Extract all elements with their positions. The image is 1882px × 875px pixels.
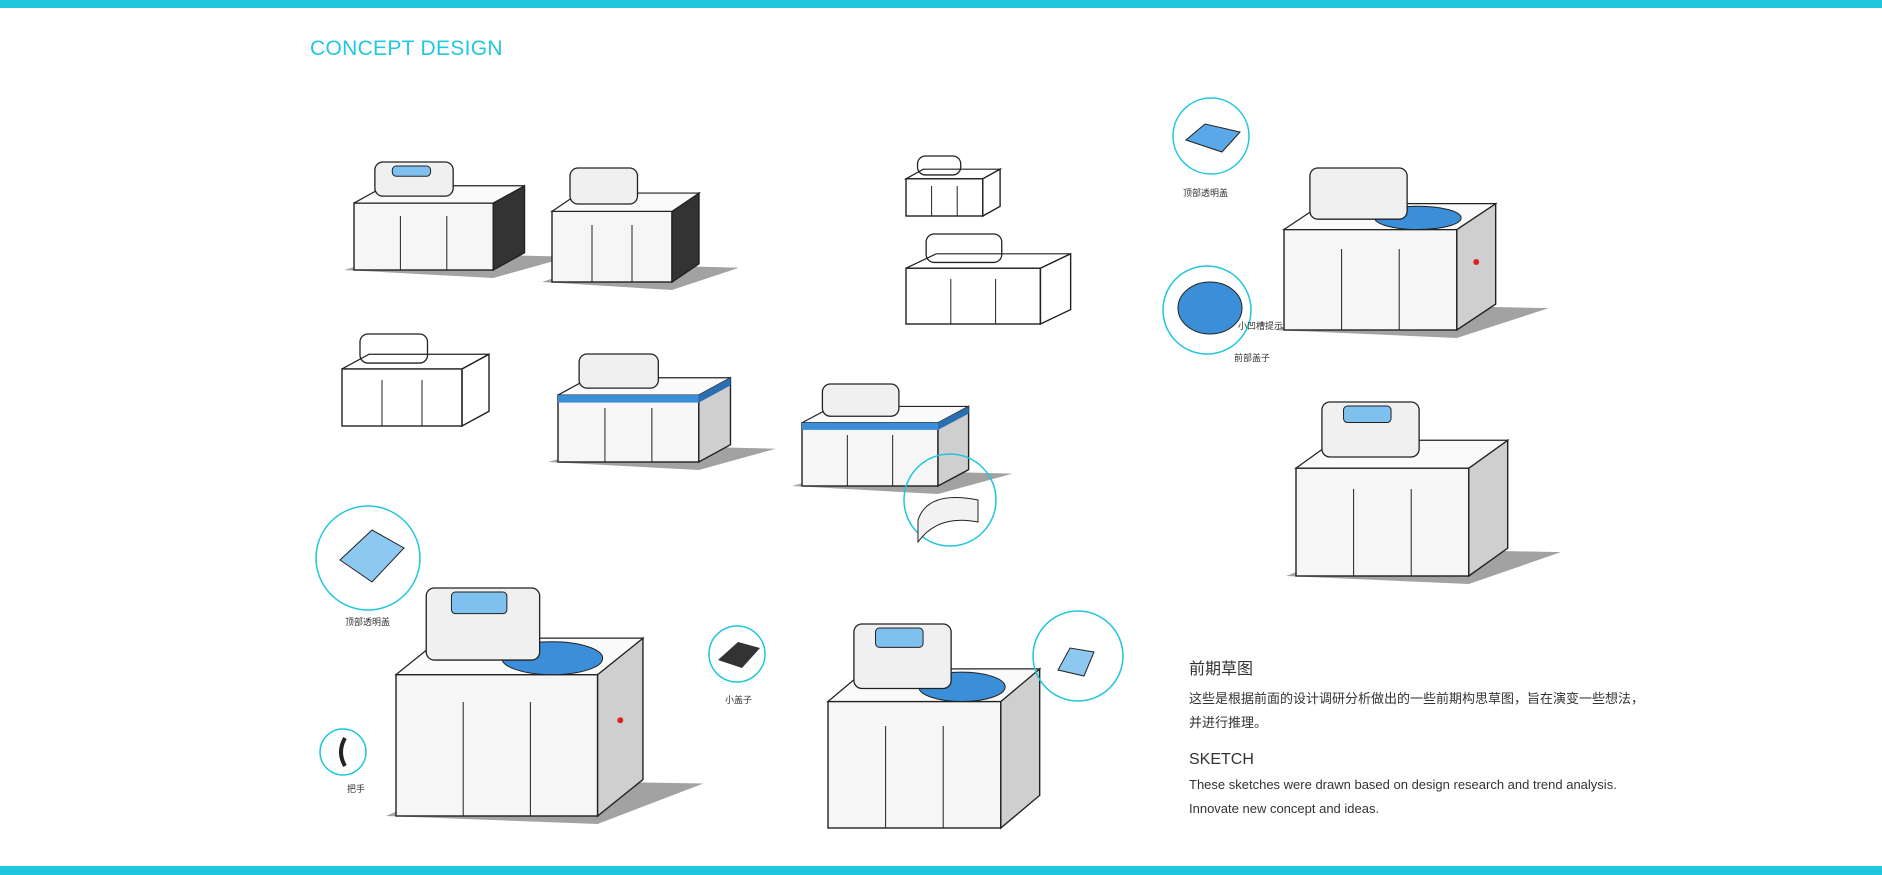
description-text-en-2: Innovate new concept and ideas. bbox=[1189, 801, 1380, 816]
description-text-cn-2: 并进行推理。 bbox=[1189, 715, 1268, 730]
sketch-machine-blue-1 bbox=[548, 353, 776, 470]
sketch-wireframe-2 bbox=[905, 233, 1072, 326]
annotation-top-cover-left: 顶部透明盖 bbox=[345, 617, 391, 627]
front-cover-detail bbox=[1177, 281, 1243, 335]
top-cover-detail-left bbox=[339, 529, 405, 583]
detail-circle-corner bbox=[903, 453, 997, 547]
page-title: CONCEPT DESIGN bbox=[310, 37, 503, 60]
description-heading-en: SKETCH bbox=[1189, 751, 1254, 768]
bottom-accent-bar bbox=[0, 866, 1882, 875]
detail-circle-center bbox=[1032, 610, 1124, 702]
small-lid-detail bbox=[718, 642, 760, 668]
detail-circle-top-cover-right bbox=[1172, 97, 1250, 175]
sketch-machine-1 bbox=[344, 161, 570, 278]
detail-circle-small-lid bbox=[708, 625, 766, 683]
detail-circle-front-cover bbox=[1162, 265, 1252, 355]
sketch-final-concept-center bbox=[826, 623, 1042, 830]
description-text-en-1: These sketches were drawn based on desig… bbox=[1189, 777, 1617, 792]
sketch-final-concept-right-top bbox=[1274, 167, 1549, 338]
description-text-cn-1: 这些是根据前面的设计调研分析做出的一些前期构思草图，旨在演变一些想法， bbox=[1189, 691, 1645, 706]
sketch-wireframe-1 bbox=[903, 155, 1003, 218]
sketch-machine-blue-2 bbox=[792, 383, 1013, 494]
sketch-wireframe-3 bbox=[341, 333, 490, 428]
annotation-small-lid: 小盖子 bbox=[725, 695, 753, 705]
top-cover-detail bbox=[1184, 123, 1241, 153]
center-detail bbox=[1057, 647, 1095, 677]
top-accent-bar bbox=[0, 0, 1882, 8]
description-heading-cn: 前期草图 bbox=[1189, 661, 1254, 678]
handle-detail bbox=[339, 737, 347, 767]
sketch-final-concept-left bbox=[386, 587, 704, 824]
sketch-machine-2 bbox=[542, 167, 739, 290]
corner-detail bbox=[917, 497, 979, 544]
annotation-front-cover: 前部盖子 bbox=[1234, 353, 1271, 363]
sketch-final-concept-right bbox=[1286, 401, 1561, 584]
annotation-top-cover-right: 顶部透明盖 bbox=[1183, 188, 1229, 198]
detail-circle-top-cover-left bbox=[315, 505, 421, 611]
detail-circle-handle bbox=[319, 728, 367, 776]
annotation-groove-hint: 小凹槽提示 bbox=[1238, 321, 1284, 331]
annotation-handle: 把手 bbox=[347, 784, 366, 794]
